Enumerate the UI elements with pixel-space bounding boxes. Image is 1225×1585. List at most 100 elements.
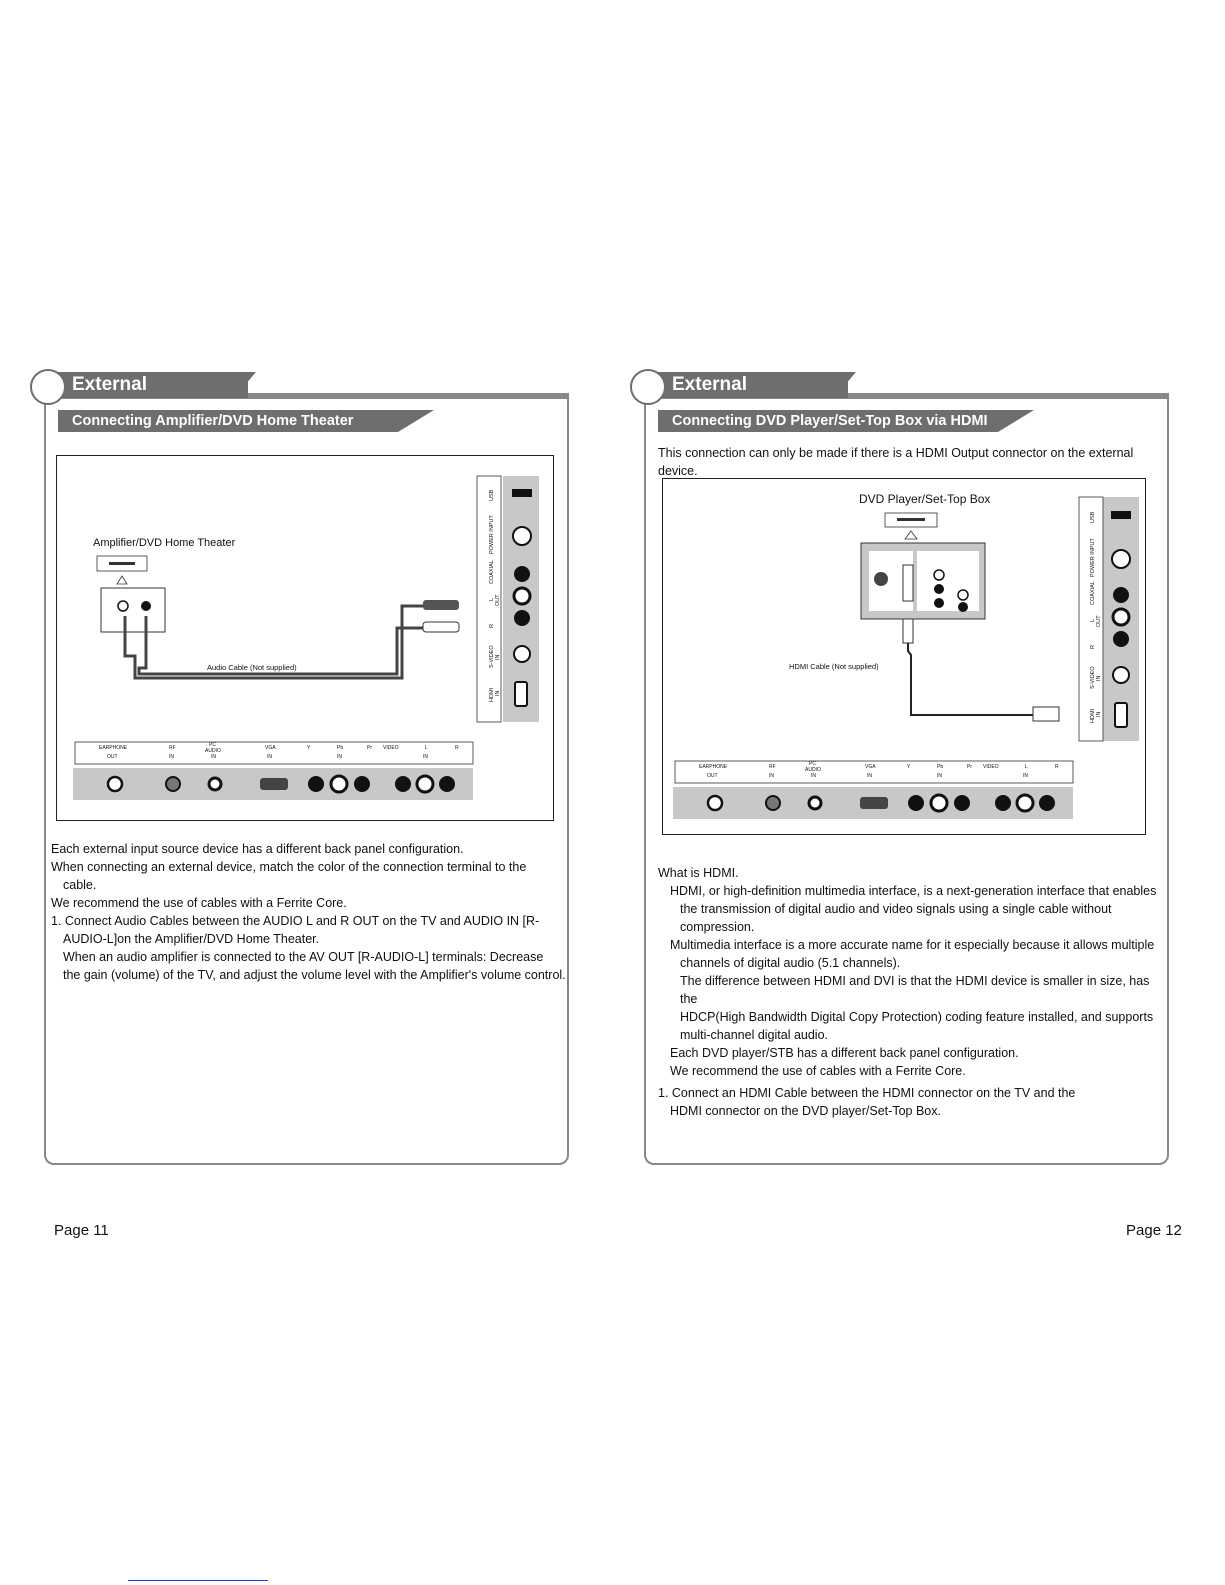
footer-link-line: [128, 1580, 268, 1581]
svg-text:OUT: OUT: [707, 773, 718, 779]
rca-plug-white: [422, 621, 460, 633]
right-diagram-svg: USB POWER INPUT COAXIAL L OUT R S-VIDEO …: [673, 492, 1139, 819]
hdmi-port-icon: [514, 681, 528, 707]
right-panel-top-bar: [644, 393, 1168, 399]
pb-port-icon: [929, 793, 949, 813]
svg-text:IN: IN: [169, 754, 174, 760]
svg-text:COAXIAL: COAXIAL: [489, 560, 495, 584]
power-port-icon: [512, 526, 532, 546]
svg-text:R: R: [1055, 764, 1059, 770]
y-port-icon: [908, 795, 924, 811]
svg-text:S-VIDEO: S-VIDEO: [489, 645, 495, 668]
right-paragraph: the transmission of digital audio and vi…: [680, 902, 1112, 916]
left-paragraph: Each external input source device has a …: [51, 842, 464, 856]
right-paragraph: Each DVD player/STB has a different back…: [670, 1046, 1019, 1060]
svideo-port-icon: [1112, 666, 1130, 684]
right-paragraph: compression.: [680, 920, 755, 934]
svg-text:EARPHONE: EARPHONE: [699, 764, 728, 770]
svg-text:VGA: VGA: [865, 764, 876, 770]
svg-text:PC: PC: [809, 761, 816, 767]
svg-text:Pb: Pb: [337, 745, 343, 751]
left-cable-label: Audio Cable (Not supplied): [207, 663, 297, 672]
right-paragraph: HDMI, or high-definition multimedia inte…: [670, 884, 1157, 898]
right-subtitle-corner: [998, 410, 1034, 432]
right-intro: This connection can only be made if ther…: [658, 444, 1158, 480]
rf-port-icon: [165, 776, 181, 792]
video-port-icon: [395, 776, 411, 792]
left-panel-frame: [44, 393, 569, 1165]
bottom-panel-labels: [674, 760, 1074, 784]
y-port-icon: [308, 776, 324, 792]
audio-in-r-port-icon: [439, 776, 455, 792]
svg-text:R: R: [1090, 645, 1096, 649]
svg-text:L: L: [425, 745, 428, 751]
left-paragraph: the gain (volume) of the TV, and adjust …: [63, 968, 566, 982]
rca-plug-black: [423, 600, 459, 610]
hdmi-cable-line: [907, 643, 1035, 716]
svg-text:IN: IN: [937, 773, 942, 779]
left-paragraph: cable.: [63, 878, 97, 892]
coaxial-port-icon: [1113, 587, 1129, 603]
svg-text:IN: IN: [495, 690, 501, 696]
svg-text:PC: PC: [209, 742, 216, 748]
left-diagram-svg: USB POWER INPUT COAXIAL L OUT R S-VIDEO …: [73, 475, 539, 800]
svg-text:OUT: OUT: [107, 754, 118, 760]
svg-text:R: R: [455, 745, 459, 751]
svg-text:RF: RF: [769, 764, 776, 770]
svg-text:AUDIO: AUDIO: [805, 767, 821, 773]
svg-text:COAXIAL: COAXIAL: [1090, 581, 1096, 605]
svg-text:IN: IN: [211, 754, 216, 760]
rf-port-icon: [765, 795, 781, 811]
earphone-port-icon: [106, 775, 124, 793]
svg-text:IN: IN: [267, 754, 272, 760]
left-section-title: External Connection: [58, 372, 248, 421]
pc-audio-port-icon: [207, 776, 223, 792]
right-paragraph: 1. Connect an HDMI Cable between the HDM…: [658, 1086, 1076, 1100]
svg-text:Y: Y: [307, 745, 311, 751]
svg-text:HDMI: HDMI: [1090, 708, 1096, 723]
video-port-icon: [995, 795, 1011, 811]
right-body-text: What is HDMI. HDMI, or high-definition m…: [658, 864, 1166, 1120]
svg-text:USB: USB: [489, 489, 495, 501]
audio-in-l-port-icon: [415, 774, 435, 794]
svg-text:L: L: [489, 598, 495, 601]
svg-text:Pb: Pb: [937, 764, 943, 770]
usb-port-icon: [1111, 511, 1131, 519]
right-title-tab-corner: [834, 372, 856, 398]
left-paragraph: We recommend the use of cables with a Fe…: [51, 896, 347, 910]
earphone-port-icon: [706, 794, 724, 812]
svg-text:POWER INPUT: POWER INPUT: [489, 515, 495, 554]
svg-text:VIDEO: VIDEO: [983, 764, 999, 770]
right-cable-label: HDMI Cable (Not supplied): [789, 662, 879, 671]
left-title-tab-corner: [234, 372, 256, 398]
audio-cable-line-1: [123, 604, 427, 680]
svg-text:RF: RF: [169, 745, 176, 751]
left-paragraph: When connecting an external device, matc…: [51, 860, 527, 874]
right-paragraph: HDMI connector on the DVD player/Set-Top…: [670, 1104, 941, 1118]
svg-text:IN: IN: [423, 754, 428, 760]
left-subtitle: Connecting Amplifier/DVD Home Theater: [58, 410, 398, 432]
left-panel-top-bar: [44, 393, 568, 399]
amplifier-back-panel: [100, 587, 166, 633]
hdmi-plug-device: [902, 618, 914, 644]
right-intro-line: This connection can only be made if ther…: [658, 446, 1134, 460]
pc-audio-port-icon: [807, 795, 823, 811]
audio-l-port-icon: [1111, 607, 1131, 627]
right-paragraph: What is HDMI.: [658, 866, 739, 880]
svg-text:OUT: OUT: [495, 594, 501, 606]
pb-port-icon: [329, 774, 349, 794]
left-subtitle-corner: [398, 410, 434, 432]
vga-port-icon: [860, 797, 888, 809]
svg-text:IN: IN: [811, 773, 816, 779]
svg-text:AUDIO: AUDIO: [205, 748, 221, 754]
usb-port-icon: [512, 489, 532, 497]
svg-text:Y: Y: [907, 764, 911, 770]
right-intro-line: device.: [658, 464, 698, 478]
svg-text:IN: IN: [769, 773, 774, 779]
right-page-number: Page 12: [1126, 1222, 1182, 1239]
pr-port-icon: [954, 795, 970, 811]
svg-text:Pr: Pr: [367, 745, 372, 751]
left-paragraph: 1. Connect Audio Cables between the AUDI…: [51, 914, 540, 928]
right-paragraph: The difference between HDMI and DVI is t…: [680, 974, 1150, 1006]
svg-text:S-VIDEO: S-VIDEO: [1090, 666, 1096, 689]
